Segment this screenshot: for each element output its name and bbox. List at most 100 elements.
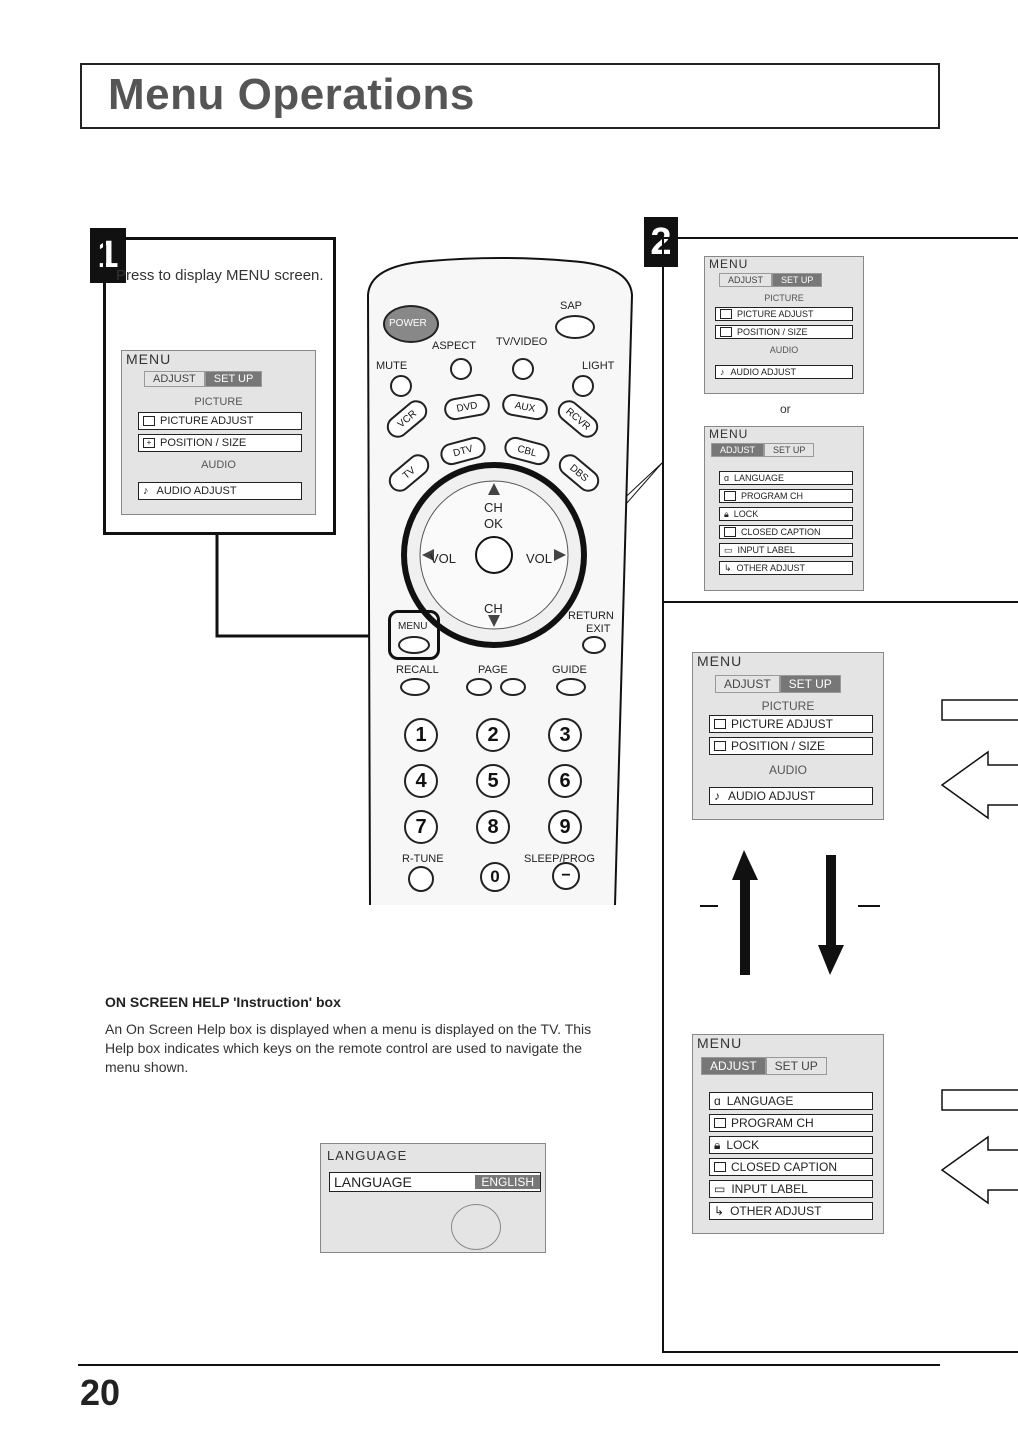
menu-button[interactable] <box>398 636 430 654</box>
menu-item-label: OTHER ADJUST <box>736 563 806 573</box>
menu-item-label: OTHER ADJUST <box>730 1204 822 1218</box>
language-icon: ɑ <box>714 1094 721 1108</box>
step-2-badge: 2 <box>644 217 678 267</box>
r-tune-button[interactable] <box>408 866 434 892</box>
step-2-top-rule <box>662 237 1018 239</box>
exit-button[interactable] <box>582 636 606 654</box>
ch-down-label: CH <box>484 601 503 616</box>
switch-arrows <box>700 850 880 975</box>
music-note-icon: ♪ <box>720 367 725 377</box>
help-body: An On Screen Help box is displayed when … <box>105 1021 592 1075</box>
ok-button[interactable] <box>476 537 510 571</box>
key-0[interactable]: 0 <box>480 862 510 892</box>
tab-setup: SET UP <box>772 273 823 287</box>
language-help-box: LANGUAGE LANGUAGE ENGLISH <box>320 1143 546 1253</box>
menu-item-position-size: POSITION / SIZE <box>709 737 873 755</box>
menu-title: MENU <box>709 427 749 441</box>
menu-button-highlight <box>388 610 440 660</box>
program-icon <box>724 491 736 501</box>
guide-button[interactable] <box>556 678 586 696</box>
light-label: LIGHT <box>582 360 615 372</box>
tab-adjust: ADJUST <box>144 371 205 387</box>
menu-item-label: POSITION / SIZE <box>160 437 247 449</box>
key-1[interactable]: 1 <box>404 718 438 752</box>
menu-item-label: LANGUAGE <box>726 1094 794 1108</box>
key-8[interactable]: 8 <box>476 810 510 844</box>
key-5[interactable]: 5 <box>476 764 510 798</box>
sap-button[interactable] <box>555 315 595 339</box>
key-4[interactable]: 4 <box>404 764 438 798</box>
menu-item-other-adjust: ↳ OTHER ADJUST <box>719 561 853 575</box>
tab-setup: SET UP <box>779 675 841 693</box>
menu-item-label: POSITION / SIZE <box>731 739 826 753</box>
tab-setup: SET UP <box>204 371 263 387</box>
aspect-button[interactable] <box>450 358 472 380</box>
key-3[interactable]: 3 <box>548 718 582 752</box>
or-text: or <box>780 402 791 416</box>
power-button[interactable] <box>383 305 439 343</box>
section-picture: PICTURE <box>194 396 243 408</box>
light-button[interactable] <box>572 375 594 397</box>
menu-item-program-ch: PROGRAM CH <box>719 489 853 503</box>
menu-item-input-label: ▭INPUT LABEL <box>719 543 853 557</box>
menu-item-label: CLOSED CAPTION <box>741 527 821 537</box>
step-2-left-rule <box>662 237 664 1352</box>
page-label: PAGE <box>478 664 508 676</box>
lock-icon: 🔒︎ <box>724 508 729 519</box>
sap-label: SAP <box>560 300 583 312</box>
key-2[interactable]: 2 <box>476 718 510 752</box>
vol-left-label: VOL <box>430 551 457 566</box>
tv-video-button[interactable] <box>512 358 534 380</box>
section-audio: AUDIO <box>769 345 799 355</box>
menu-item-label: POSITION / SIZE <box>737 327 808 337</box>
menu-item-language: ɑ LANGUAGE <box>709 1092 873 1110</box>
menu-item-picture-adjust: PICTURE ADJUST <box>715 307 853 321</box>
menu-item-label: AUDIO ADJUST <box>728 789 816 803</box>
language-row: LANGUAGE ENGLISH <box>329 1172 541 1192</box>
menu-title: MENU <box>697 1035 743 1051</box>
step-2-menu-adjust-small: MENU ADJUST SET UP PICTURE PICTURE ADJUS… <box>704 256 864 394</box>
menu-title: MENU <box>709 257 749 271</box>
vol-right-label: VOL <box>526 551 553 566</box>
menu-tabs: ADJUST SET UP <box>711 443 815 457</box>
ch-up-label: CH <box>484 500 503 515</box>
menu-item-lock: 🔒︎ LOCK <box>719 507 853 521</box>
menu-item-label: PROGRAM CH <box>731 1116 814 1130</box>
key-7[interactable]: 7 <box>404 810 438 844</box>
menu-label: MENU <box>398 621 428 632</box>
mute-label: MUTE <box>376 360 408 372</box>
menu-item-audio-adjust: ♪ AUDIO ADJUST <box>715 365 853 379</box>
other-icon: ↳ <box>724 562 732 573</box>
menu-item-label: LANGUAGE <box>734 473 785 483</box>
menu-item-position-size: POSITION / SIZE <box>715 325 853 339</box>
language-row-label: LANGUAGE <box>334 1174 412 1190</box>
position-icon: + <box>143 438 155 448</box>
recall-button[interactable] <box>400 678 430 696</box>
page-up-button[interactable] <box>500 678 526 696</box>
menu-item-label: INPUT LABEL <box>737 545 795 555</box>
lock-icon: 🔒︎ <box>714 1137 721 1152</box>
key-9[interactable]: 9 <box>548 810 582 844</box>
menu-item-position-size: + POSITION / SIZE <box>138 434 302 452</box>
tv-video-label: TV/VIDEO <box>496 336 548 348</box>
tab-adjust: ADJUST <box>711 443 765 457</box>
menu-item-audio-adjust: ♪AUDIO ADJUST <box>709 787 873 805</box>
sleep-prog-button[interactable]: − <box>552 862 580 890</box>
mute-button[interactable] <box>390 375 412 397</box>
menu-item-closed-caption: CLOSED CAPTION <box>719 525 853 539</box>
music-note-icon: ♪ <box>143 485 149 497</box>
cc-icon <box>724 527 736 537</box>
page-down-button[interactable] <box>466 678 492 696</box>
sleep-prog-label: SLEEP/PROG <box>524 853 595 865</box>
menu-item-label: LOCK <box>733 509 759 519</box>
menu-title: MENU <box>697 653 743 669</box>
menu-item-label: AUDIO ADJUST <box>730 367 797 377</box>
guide-label: GUIDE <box>552 664 587 676</box>
tab-setup: SET UP <box>765 1057 827 1075</box>
picture-icon <box>720 309 732 319</box>
page-number: 20 <box>80 1372 121 1413</box>
menu-item-label: LOCK <box>726 1138 760 1152</box>
key-6[interactable]: 6 <box>548 764 582 798</box>
